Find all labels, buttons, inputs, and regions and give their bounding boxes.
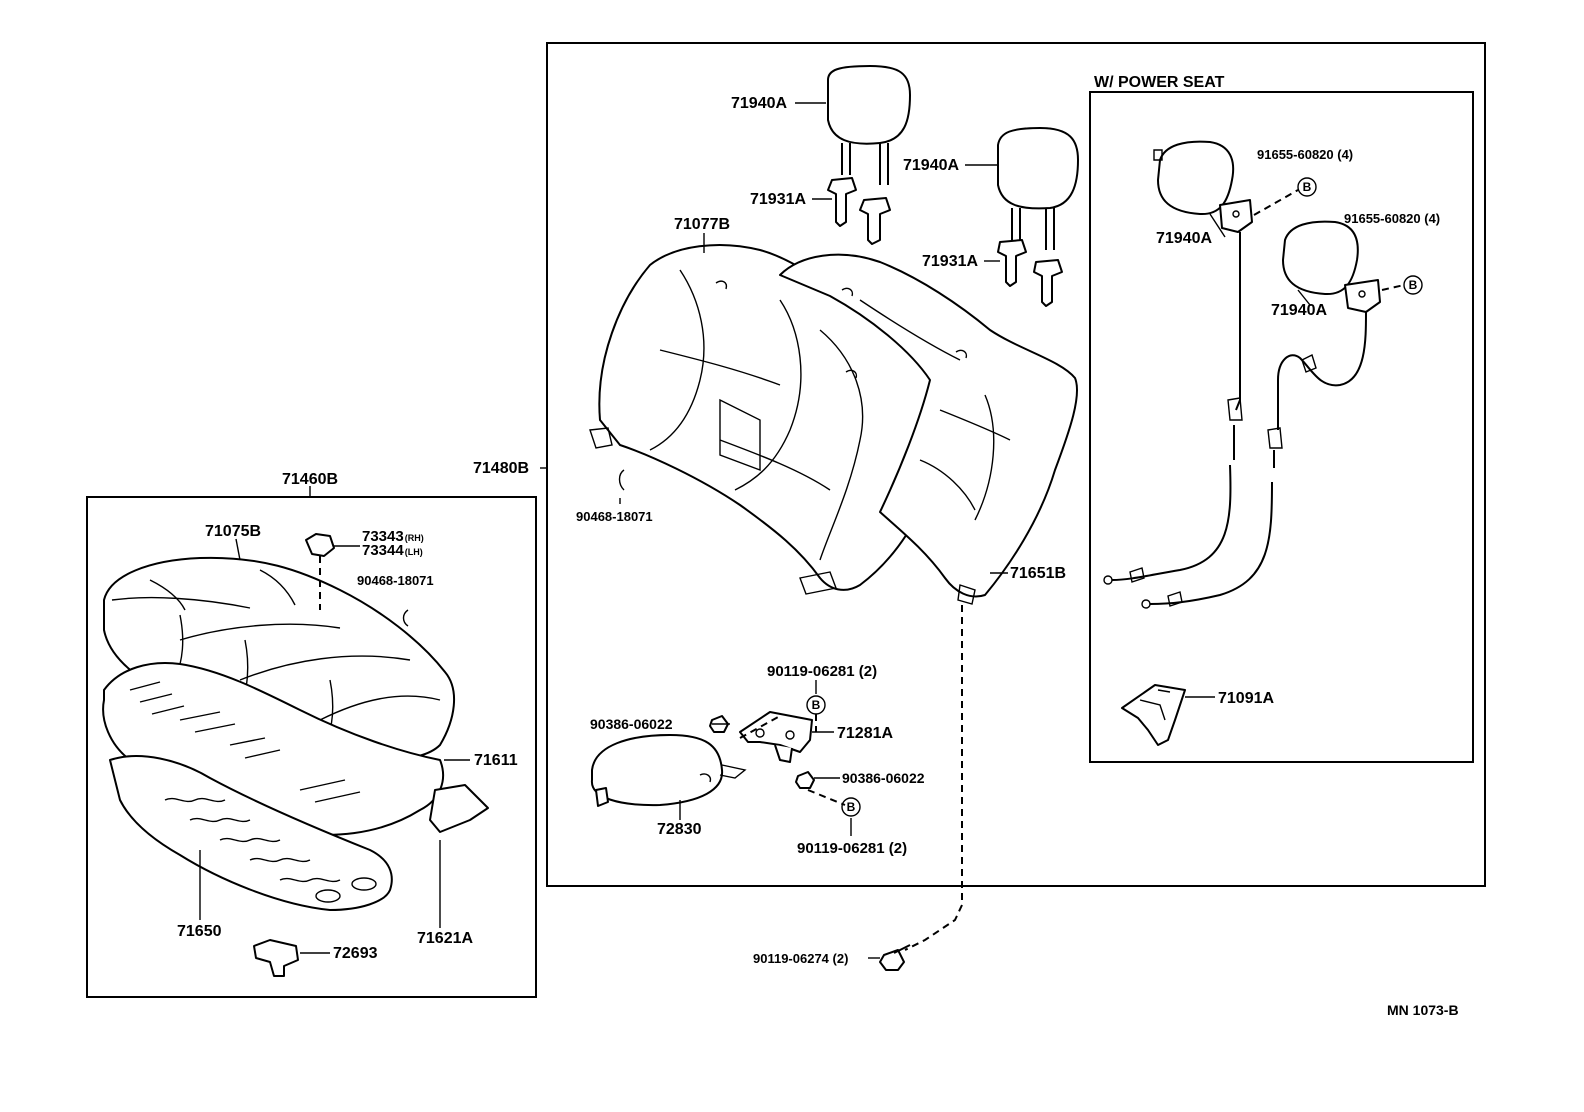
label-cushion-hook-rh: 73343(RH) bbox=[362, 528, 424, 545]
bracket-connector bbox=[739, 715, 781, 739]
label-hog-ring-back: 90468-18071 bbox=[576, 509, 653, 524]
armrest-drawing bbox=[590, 734, 747, 807]
power-headrest-left-drawing bbox=[1103, 140, 1253, 585]
headrest-left-drawing bbox=[827, 65, 911, 185]
power-screw-connector-left bbox=[1253, 189, 1299, 216]
seat-cushion-assembly-frame bbox=[86, 496, 537, 998]
power-seat-title: W/ POWER SEAT bbox=[1094, 74, 1225, 91]
label-armrest-nut-right: 90386-06022 bbox=[842, 770, 925, 786]
headrest-support-drawings bbox=[827, 177, 1063, 307]
cushion-frame-drawing bbox=[109, 755, 393, 911]
label-seatback-cover: 71077B bbox=[674, 216, 730, 233]
label-headrest-support-left: 71931A bbox=[750, 191, 806, 208]
label-armrest-assy: 72830 bbox=[657, 821, 702, 838]
leader-lines bbox=[199, 102, 1311, 959]
label-armrest-bracket: 71281A bbox=[837, 725, 893, 742]
seatback-assembly-frame bbox=[546, 42, 1486, 887]
label-power-headrest-right: 71940A bbox=[1271, 302, 1327, 319]
screw-connector-bottom bbox=[807, 789, 846, 806]
label-seatback-assy: 71480B bbox=[473, 460, 529, 477]
label-seatback-bolt: 90119-06274 (2) bbox=[753, 951, 848, 966]
bolt-connector bbox=[904, 605, 963, 951]
label-armrest-nut-left: 90386-06022 bbox=[590, 716, 673, 732]
hog-ring-cushion-drawing bbox=[402, 609, 409, 627]
seatback-bolt-drawing bbox=[879, 944, 911, 971]
label-power-latch: 71091A bbox=[1218, 690, 1274, 707]
cushion-lock-drawing bbox=[253, 939, 299, 977]
label-headrest-left: 71940A bbox=[731, 95, 787, 112]
cushion-under-pad-drawing bbox=[429, 784, 489, 833]
armrest-bracket-drawing bbox=[739, 711, 813, 763]
label-cushion-frame: 71650 bbox=[177, 923, 222, 940]
label-power-headrest-left: 71940A bbox=[1156, 230, 1212, 247]
label-headrest-support-right: 71931A bbox=[922, 253, 978, 270]
marker-b-4: B bbox=[1409, 278, 1418, 292]
label-armrest-screw-top: 90119-06281 (2) bbox=[767, 663, 877, 680]
label-hog-ring-cushion: 90468-18071 bbox=[357, 573, 434, 588]
label-armrest-screw-bottom: 90119-06281 (2) bbox=[797, 840, 907, 857]
label-seat-cushion-assy: 71460B bbox=[282, 471, 338, 488]
power-screw-connector-right bbox=[1381, 284, 1405, 291]
label-cushion-pad: 71611 bbox=[474, 752, 518, 769]
marker-b-1: B bbox=[812, 698, 821, 712]
power-latch-drawing bbox=[1121, 684, 1186, 746]
drawing-number: MN 1073-B bbox=[1387, 1002, 1459, 1018]
label-seatback-pad: 71651B bbox=[1010, 565, 1066, 582]
marker-b-3: B bbox=[1303, 180, 1312, 194]
label-headrest-right: 71940A bbox=[903, 157, 959, 174]
label-power-screw-right: 91655-60820 (4) bbox=[1344, 211, 1440, 226]
callout-markers bbox=[806, 177, 1423, 817]
seatback-cover-drawing bbox=[589, 244, 1079, 605]
cushion-hook-drawing bbox=[305, 533, 335, 557]
hog-ring-back-drawing bbox=[618, 469, 625, 491]
label-cushion-hook-lh: 73344(LH) bbox=[362, 542, 423, 559]
power-headrest-right-drawing bbox=[1141, 220, 1381, 609]
headrest-right-drawing bbox=[997, 127, 1079, 250]
label-cushion-cover: 71075B bbox=[205, 523, 261, 540]
label-cushion-lock: 72693 bbox=[333, 945, 378, 962]
marker-b-2: B bbox=[847, 800, 856, 814]
power-seat-frame bbox=[1089, 91, 1474, 763]
part-labels: W/ POWER SEAT 71940A 71940A 71931A 71931… bbox=[177, 74, 1459, 1018]
label-power-screw-left: 91655-60820 (4) bbox=[1257, 147, 1353, 162]
label-cushion-under-pad: 71621A bbox=[417, 930, 473, 947]
